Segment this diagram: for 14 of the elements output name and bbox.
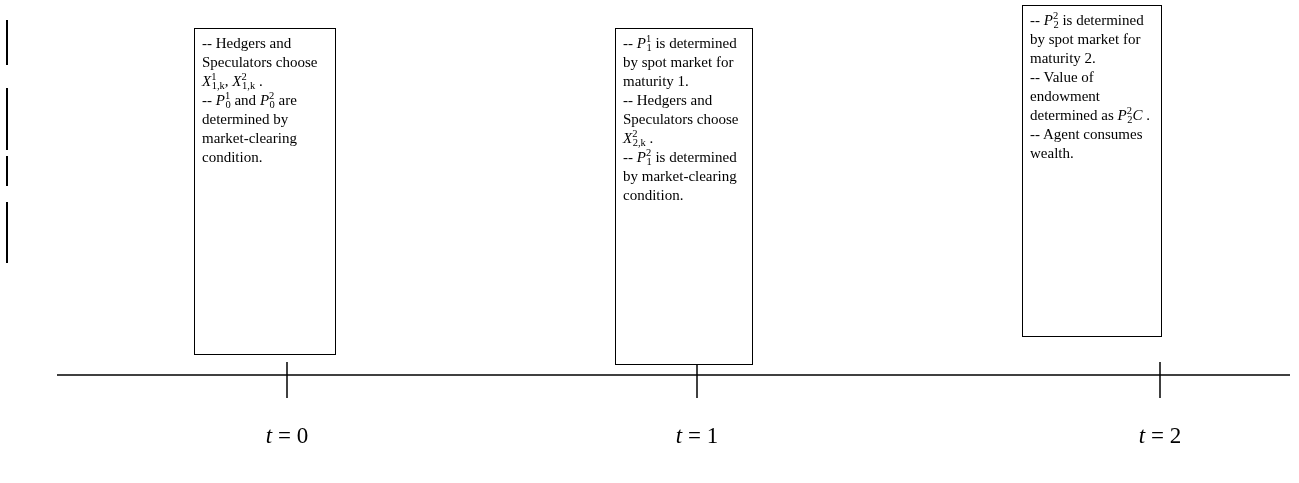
time-label: t = 1 <box>675 423 719 449</box>
event-text: -- Value of endowment determined as P$^{2}$$_{2}$C . <box>1030 68 1151 125</box>
event-text: -- P$^{1}$$_{1}$ is determined by spot market for maturity 1. <box>623 34 738 91</box>
time-label: t = 2 <box>1138 423 1182 449</box>
event-box <box>615 28 753 365</box>
event-box <box>1022 5 1162 337</box>
event-text: -- P$^{1}$$_{0}$ and P$^{2}$$_{0}$ are determined by market-clearing condition. <box>202 91 298 167</box>
event-text: -- P$^{2}$$_{1}$ is determined by market-clearing condition. <box>623 148 738 205</box>
event-text: -- Hedgers and Speculators choose X$^{1}$$_{1,k}$, X$^{2}$$_{1,k}$ . <box>202 34 319 91</box>
event-text: -- Hedgers and Speculators choose X$^{2}$$_{2,k}$ . <box>623 91 740 148</box>
event-box <box>194 28 336 355</box>
event-text: -- P$^{2}$$_{2}$ is determined by spot market for maturity 2. <box>1030 11 1145 68</box>
event-text: -- Agent consumes wealth. <box>1030 125 1144 163</box>
time-label: t = 0 <box>265 423 309 449</box>
